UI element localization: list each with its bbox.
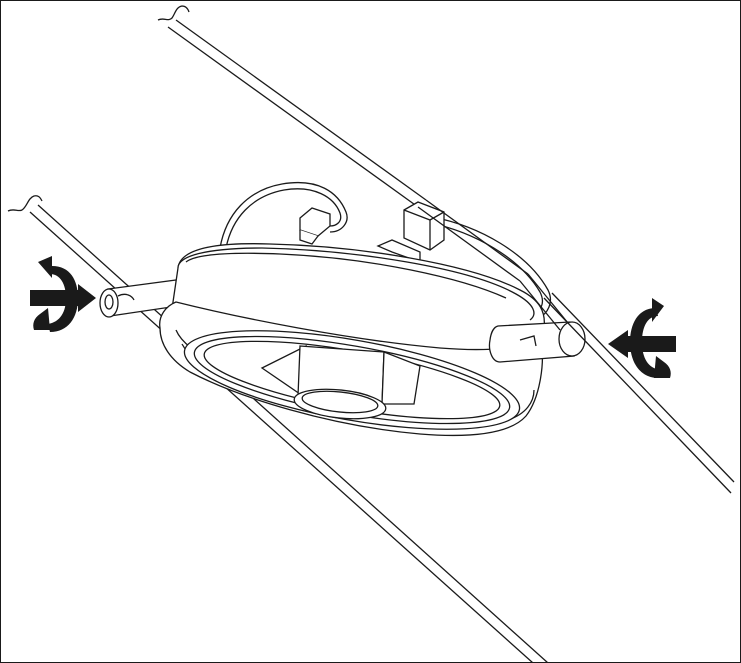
upper-cable-front xyxy=(417,199,735,494)
rotate-and-push-right-icon xyxy=(30,256,96,332)
upper-cable-clamp xyxy=(376,201,445,263)
right-mounting-rod xyxy=(488,321,586,363)
cord-clip xyxy=(299,207,331,245)
left-mounting-rod xyxy=(99,279,179,318)
upper-cable-back xyxy=(157,5,427,208)
rotate-and-push-left-icon xyxy=(608,298,676,378)
power-cord xyxy=(219,182,552,319)
lower-cable xyxy=(7,195,549,663)
lamp-lens xyxy=(183,330,521,430)
